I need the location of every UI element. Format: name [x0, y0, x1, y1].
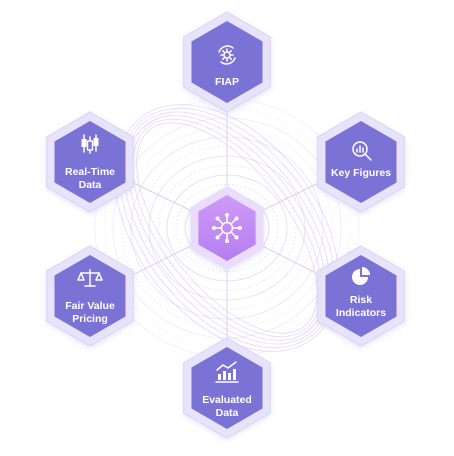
node-risk-indicators-label-line-2: Indicators [336, 307, 386, 319]
network-hub-icon [212, 213, 242, 243]
candlestick-icon [81, 134, 99, 154]
node-fiap-label-line-1: FIAP [215, 76, 239, 88]
node-risk-indicators[interactable]: Risk Indicators [317, 245, 405, 347]
node-fair-value-pricing-label-line-1: Fair Value [65, 300, 115, 312]
orbit-ring [157, 165, 297, 291]
magnifier-chart-icon [352, 141, 372, 161]
center-hub[interactable] [190, 186, 264, 270]
node-real-time-data-hexagon [54, 121, 126, 203]
tilted-orbit [132, 118, 322, 338]
node-key-figures-label-line-1: Key Figures [331, 167, 391, 179]
node-real-time-data-label-line-1: Real-Time [65, 166, 115, 178]
tilted-orbit [119, 107, 335, 349]
node-fair-value-pricing-hexagon [54, 255, 126, 337]
tilted-orbit [136, 122, 318, 334]
node-key-figures-hexagon [325, 121, 397, 203]
orbit-ring [103, 108, 351, 348]
node-fair-value-pricing-label-line-2: Pricing [72, 313, 108, 325]
node-real-time-data[interactable]: Real-Time Data [46, 111, 134, 213]
node-fair-value-pricing[interactable]: Fair Value Pricing [46, 245, 134, 347]
node-real-time-data-label-line-2: Data [79, 179, 102, 191]
gear-cycle-icon [218, 45, 236, 65]
node-fiap-hexagon [191, 21, 263, 103]
orbit-ring [175, 184, 279, 272]
node-key-figures[interactable]: Key Figures [317, 111, 405, 213]
tilted-orbit [127, 115, 327, 341]
node-evaluated-data-label-line-2: Data [216, 407, 239, 419]
tilted-orbit [123, 111, 331, 345]
node-evaluated-data-label-line-1: Evaluated [202, 394, 252, 406]
bar-chart-trend-icon [215, 361, 239, 383]
node-risk-indicators-hexagon [325, 255, 397, 337]
node-risk-indicators-label-line-1: Risk [350, 294, 372, 306]
node-evaluated-data-hexagon [191, 347, 263, 429]
scales-icon [77, 269, 103, 287]
node-evaluated-data[interactable]: Evaluated Data [183, 337, 271, 439]
pie-chart-icon [352, 267, 370, 285]
tilted-orbit [114, 104, 340, 352]
center-hub-hexagon [198, 195, 256, 261]
node-fiap[interactable]: FIAP [183, 11, 271, 113]
